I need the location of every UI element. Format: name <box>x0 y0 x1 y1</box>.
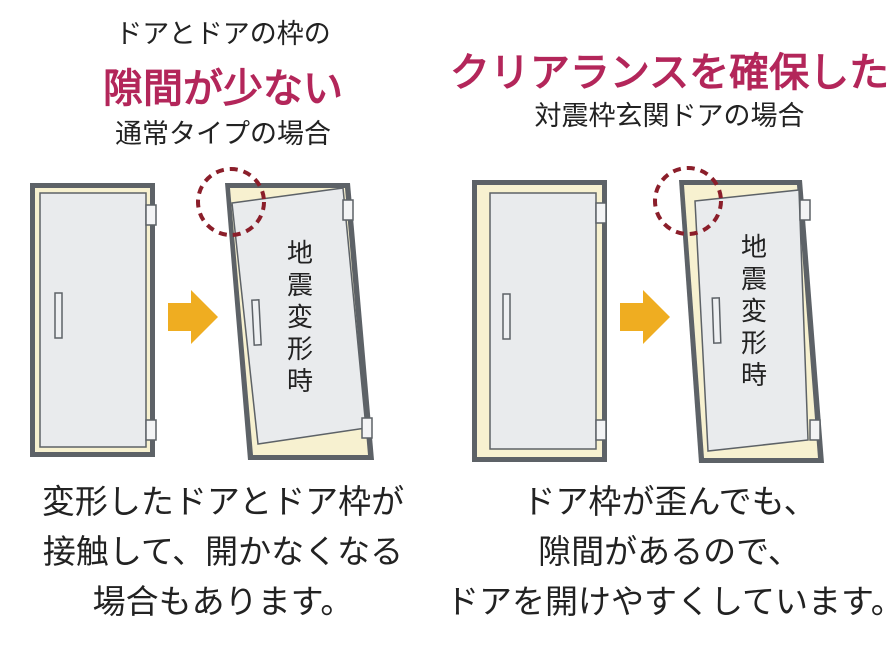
hinge-icon <box>342 199 354 221</box>
left-caption-line-1: 変形したドアとドア枠が <box>41 482 405 521</box>
hinge-icon <box>799 199 811 221</box>
right-heading-emphasis: クリアランスを確保した <box>449 49 890 96</box>
left-heading-top: ドアとドアの枠の <box>115 19 331 50</box>
arrow-right-icon <box>168 290 218 344</box>
door-handle-icon <box>711 297 722 344</box>
left-heading-bottom: 通常タイプの場合 <box>115 119 331 150</box>
deformed-label-char: 形 <box>287 335 313 365</box>
deformed-label-char: 形 <box>741 329 767 359</box>
door-handle-icon <box>502 293 511 340</box>
right-heading-bottom: 対震枠玄関ドアの場合 <box>534 101 805 132</box>
left-caption-line-3: 場合もあります。 <box>92 582 354 621</box>
clearance-door-diagram: 地 震 変 形 時 <box>472 166 824 463</box>
clearance-door-deformed: 地 震 変 形 時 <box>679 180 824 463</box>
deformed-label-char: 時 <box>741 361 767 391</box>
hinge-icon <box>595 202 607 224</box>
door-panel <box>694 189 809 452</box>
clearance-door-before <box>472 180 607 462</box>
hinge-icon <box>809 419 821 441</box>
deformed-label-char: 地 <box>287 239 313 269</box>
door-handle-icon <box>54 292 63 339</box>
hinge-icon <box>145 204 157 226</box>
deformed-label-char: 震 <box>287 271 313 301</box>
normal-door-diagram: 地 震 変 形 時 <box>30 167 374 460</box>
deformed-label-char: 変 <box>741 297 767 327</box>
clearance-type-panel: クリアランスを確保した 対震枠玄関ドアの場合 地 震 変 形 時 <box>446 0 893 659</box>
deformed-label-char: 時 <box>287 367 313 397</box>
right-caption-line-1: ドア枠が歪んでも、 <box>522 482 817 521</box>
hinge-icon <box>595 419 607 441</box>
left-caption-line-2: 接触して、開かなくなる <box>42 532 404 571</box>
deformed-label-char: 変 <box>287 303 313 333</box>
dashed-circle-icon <box>653 166 723 236</box>
deformed-label-char: 震 <box>741 265 767 295</box>
door-handle-icon <box>251 299 262 346</box>
dashed-circle-icon <box>196 167 266 237</box>
left-heading-emphasis: 隙間が少ない <box>103 65 343 112</box>
right-caption-line-2: 隙間があるので、 <box>538 532 801 571</box>
deformed-label-char: 地 <box>741 233 767 263</box>
hinge-icon <box>361 417 373 439</box>
arrow-right-icon <box>620 290 670 344</box>
hinge-icon <box>145 419 157 441</box>
normal-type-panel: ドアとドアの枠の 隙間が少ない 通常タイプの場合 地 震 変 形 時 <box>0 0 446 659</box>
normal-door-before <box>30 183 157 457</box>
right-caption-line-3: ドアを開けやすくしています。 <box>446 582 893 621</box>
normal-door-deformed: 地 震 変 形 時 <box>225 183 374 460</box>
